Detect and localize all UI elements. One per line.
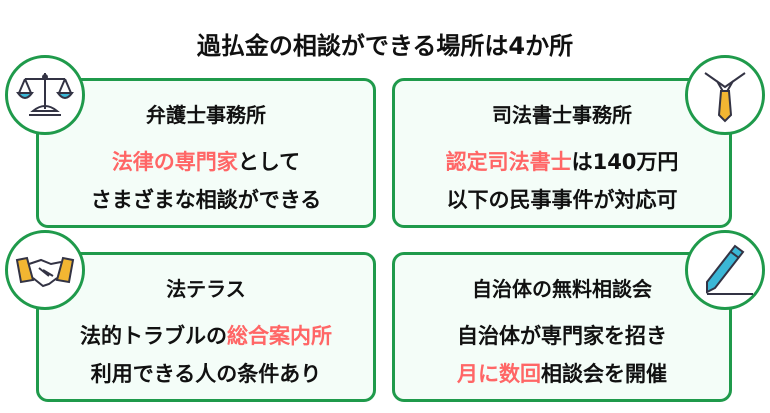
scales-icon	[5, 55, 85, 135]
body-text: さまざまな相談ができる	[90, 188, 322, 212]
pen-icon	[685, 230, 765, 310]
body-text: 法的トラブルの	[80, 324, 227, 348]
body-text: は140万円	[571, 150, 679, 174]
body-text: 利用できる人の条件あり	[90, 362, 322, 386]
card-line: 利用できる人の条件あり	[39, 355, 373, 393]
card-heading: 司法書士事務所	[492, 103, 632, 127]
body-text: 相談会を開催	[541, 362, 667, 386]
card-line: 認定司法書士は140万円	[395, 143, 729, 181]
page-title: 過払金の相談ができる場所は4か所	[196, 32, 574, 60]
highlight-text: 法律の専門家	[111, 150, 238, 174]
card-line: 月に数回相談会を開催	[395, 355, 729, 393]
card-line: さまざまな相談ができる	[39, 181, 373, 219]
card-body: 認定司法書士は140万円以下の民事事件が対応可	[395, 143, 729, 219]
card-line: 自治体が専門家を招き	[395, 317, 729, 355]
card-body: 自治体が専門家を招き月に数回相談会を開催	[395, 317, 729, 393]
body-text: 以下の民事事件が対応可	[446, 188, 678, 212]
card-heading: 法テラス	[166, 277, 246, 301]
necktie-icon	[685, 55, 765, 135]
handshake-icon	[5, 230, 85, 310]
card-lawyer: 弁護士事務所 法律の専門家としてさまざまな相談ができる	[36, 78, 376, 228]
card-heading: 自治体の無料相談会	[472, 277, 652, 301]
card-houterasu: 法テラス 法的トラブルの総合案内所利用できる人の条件あり	[36, 252, 376, 402]
card-line: 以下の民事事件が対応可	[395, 181, 729, 219]
card-line: 法律の専門家として	[39, 143, 373, 181]
card-judicial-scrivener: 司法書士事務所 認定司法書士は140万円以下の民事事件が対応可	[392, 78, 732, 228]
card-heading: 弁護士事務所	[146, 103, 266, 127]
card-municipality: 自治体の無料相談会 自治体が専門家を招き月に数回相談会を開催	[392, 252, 732, 402]
body-text: として	[237, 150, 301, 174]
highlight-text: 月に数回	[457, 362, 541, 386]
card-body: 法的トラブルの総合案内所利用できる人の条件あり	[39, 317, 373, 393]
card-line: 法的トラブルの総合案内所	[39, 317, 373, 355]
highlight-text: 認定司法書士	[445, 150, 572, 174]
body-text: 自治体が専門家を招き	[457, 324, 667, 348]
card-body: 法律の専門家としてさまざまな相談ができる	[39, 143, 373, 219]
highlight-text: 総合案内所	[227, 324, 332, 348]
